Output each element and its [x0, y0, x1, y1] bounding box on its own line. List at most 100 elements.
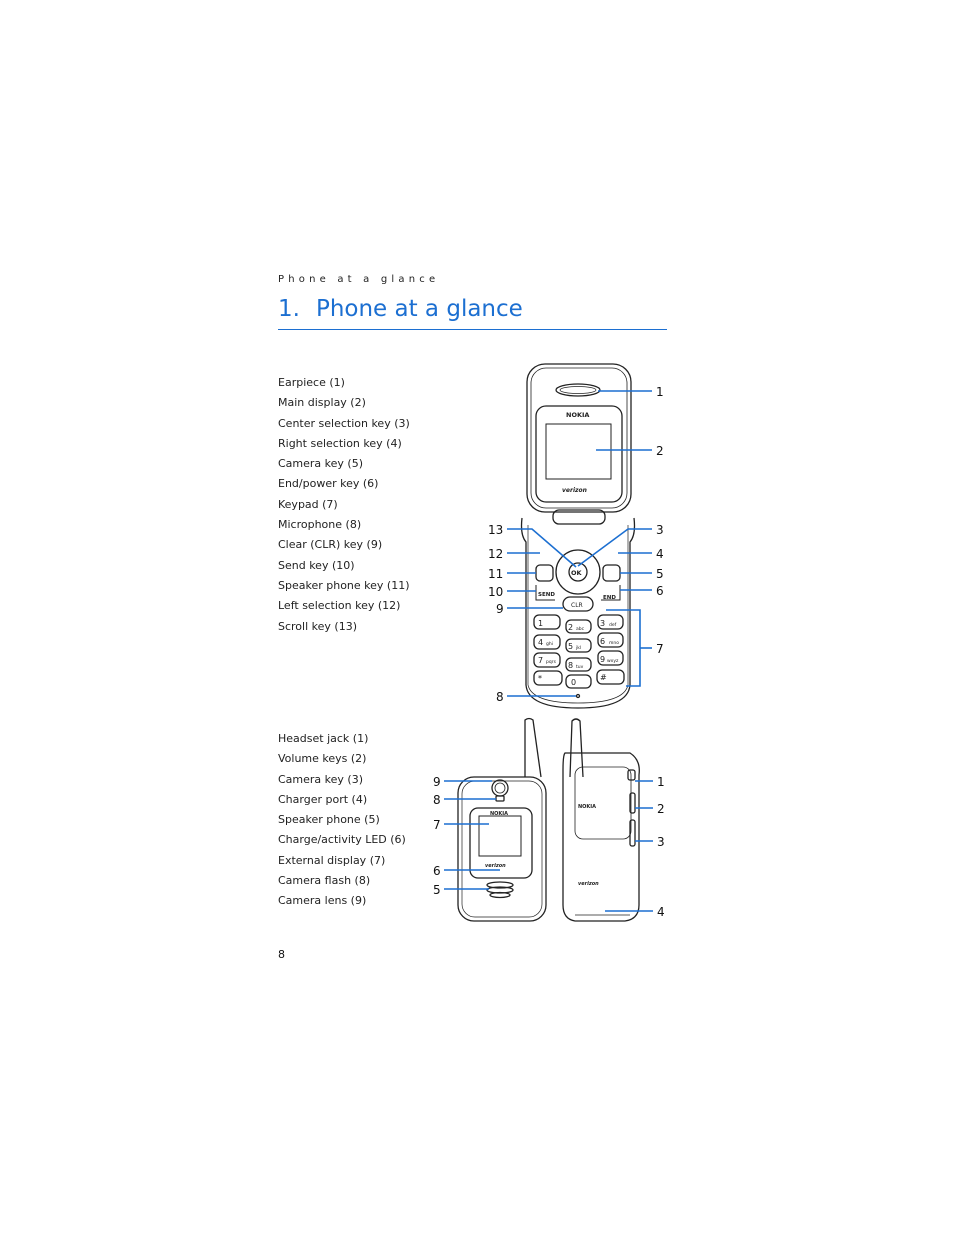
callout-number: 9 [433, 775, 441, 789]
callout-number: 4 [657, 905, 665, 919]
callout-number: 12 [488, 547, 503, 561]
callout-numbers: 1 2 3 4 5 6 7 8 9 10 11 12 13 [488, 385, 664, 704]
key-label: 3 [600, 619, 605, 628]
key-label: 2 [568, 623, 573, 632]
callout-number: 3 [656, 523, 664, 537]
main-display [545, 423, 612, 480]
callout-number: 2 [656, 444, 664, 458]
base-body [520, 517, 636, 709]
callout-number: 8 [496, 690, 504, 704]
antenna [524, 717, 542, 778]
chapter-title-text: Phone at a glance [315, 296, 523, 322]
back-brand-label: NOKIA [490, 811, 508, 817]
chapter-number: 1. [278, 296, 300, 322]
side-camera-key [629, 819, 636, 847]
key-label: 6 [600, 637, 605, 646]
back-carrier-label: verizon [485, 863, 506, 869]
volume-keys [629, 792, 636, 814]
side-antenna [569, 718, 584, 778]
back-callout-lines [444, 780, 653, 912]
legend-item: Left selection key (12) [278, 599, 401, 613]
legend-item: Volume keys (2) [278, 752, 367, 766]
side-brand-label: NOKIA [578, 804, 596, 810]
send-label: SEND [538, 592, 555, 598]
legend-item: Scroll key (13) [278, 619, 357, 633]
callout-number: 2 [657, 802, 665, 816]
legend-item: Camera key (3) [278, 772, 363, 786]
back-callout-numbers: 1 2 3 4 5 6 7 8 9 [433, 775, 665, 919]
callout-number: 3 [657, 835, 665, 849]
hinge [552, 509, 606, 525]
side-body [562, 752, 640, 922]
speaker-grille [486, 881, 514, 889]
callout-number: 4 [656, 547, 664, 561]
legend-item: End/power key (6) [278, 477, 379, 491]
back-phone-figure: NOKIA verizon NOKIA verizon 1 2 3 4 5 6 … [433, 717, 665, 922]
external-display-frame [469, 807, 533, 879]
camera-lens [491, 779, 509, 797]
clr-label: CLR [571, 602, 583, 609]
key-letters: wxyz [607, 659, 619, 664]
legend-item: Camera key (5) [278, 457, 363, 471]
brand-label: NOKIA [566, 411, 589, 419]
front-phone-figure: NOKIA verizon OK SEND END CLR 1 2 abc 3 … [488, 363, 664, 709]
legend-item: Camera flash (8) [278, 874, 371, 888]
key-label: 1 [538, 619, 543, 628]
legend-item: External display (7) [278, 853, 386, 867]
back-legend: Headset jack (1) Volume keys (2) Camera … [278, 729, 406, 912]
callout-number: 7 [656, 642, 664, 656]
callout-number: 9 [496, 602, 504, 616]
headset-jack [627, 769, 636, 781]
callout-number: 13 [488, 523, 503, 537]
key-label: 9 [600, 655, 605, 664]
legend-item: Clear (CLR) key (9) [278, 538, 383, 552]
external-display [478, 815, 522, 857]
callout-number: 7 [433, 818, 441, 832]
title-rule [278, 329, 667, 330]
legend-item: Microphone (8) [278, 518, 362, 532]
key-label: 7 [538, 656, 543, 665]
running-head: Phone at a glance [278, 274, 440, 285]
front-legend: Earpiece (1) Main display (2) Center sel… [278, 373, 410, 637]
legend-item: Headset jack (1) [278, 732, 369, 745]
callout-number: 1 [656, 385, 664, 399]
ok-label: OK [571, 569, 583, 577]
closed-phone-illustration [457, 717, 640, 922]
key-letters: ghi [546, 641, 553, 647]
key-label: 8 [568, 661, 573, 670]
clr-key [562, 596, 594, 612]
key-letters: jkl [575, 645, 581, 651]
legend-item: Charger port (4) [278, 792, 368, 806]
closed-body [457, 776, 547, 922]
key-label: # [600, 673, 607, 682]
callout-number: 8 [433, 793, 441, 807]
legend-item: Keypad (7) [278, 497, 338, 511]
callout-number: 5 [433, 883, 441, 897]
flip-body [526, 363, 632, 513]
callout-number: 11 [488, 567, 503, 581]
legend-item: Speaker phone key (11) [278, 578, 410, 592]
legend-item: Speaker phone (5) [278, 813, 380, 827]
callout-number: 5 [656, 567, 664, 581]
legend-item: Center selection key (3) [278, 416, 410, 430]
speaker-key [535, 564, 554, 582]
page-number: 8 [278, 948, 285, 961]
chapter-title: 1. Phone at a glance [278, 296, 523, 322]
legend-item: Send key (10) [278, 558, 355, 572]
key-label: 0 [571, 678, 576, 687]
key-letters: mno [609, 641, 619, 646]
legend-item: Charge/activity LED (6) [278, 833, 406, 847]
scroll-key [555, 549, 601, 595]
callout-number: 10 [488, 585, 503, 599]
callout-number: 6 [656, 584, 664, 598]
camera-flash [495, 795, 505, 802]
legend-item: Right selection key (4) [278, 436, 402, 450]
camera-key [602, 564, 621, 582]
callout-number: 1 [657, 775, 665, 789]
front-phone-illustration [520, 363, 636, 709]
key-letters: abc [576, 626, 585, 632]
carrier-label: verizon [562, 487, 587, 494]
microphone [575, 693, 581, 699]
display-frame [535, 405, 623, 503]
key-label: 4 [538, 638, 543, 647]
